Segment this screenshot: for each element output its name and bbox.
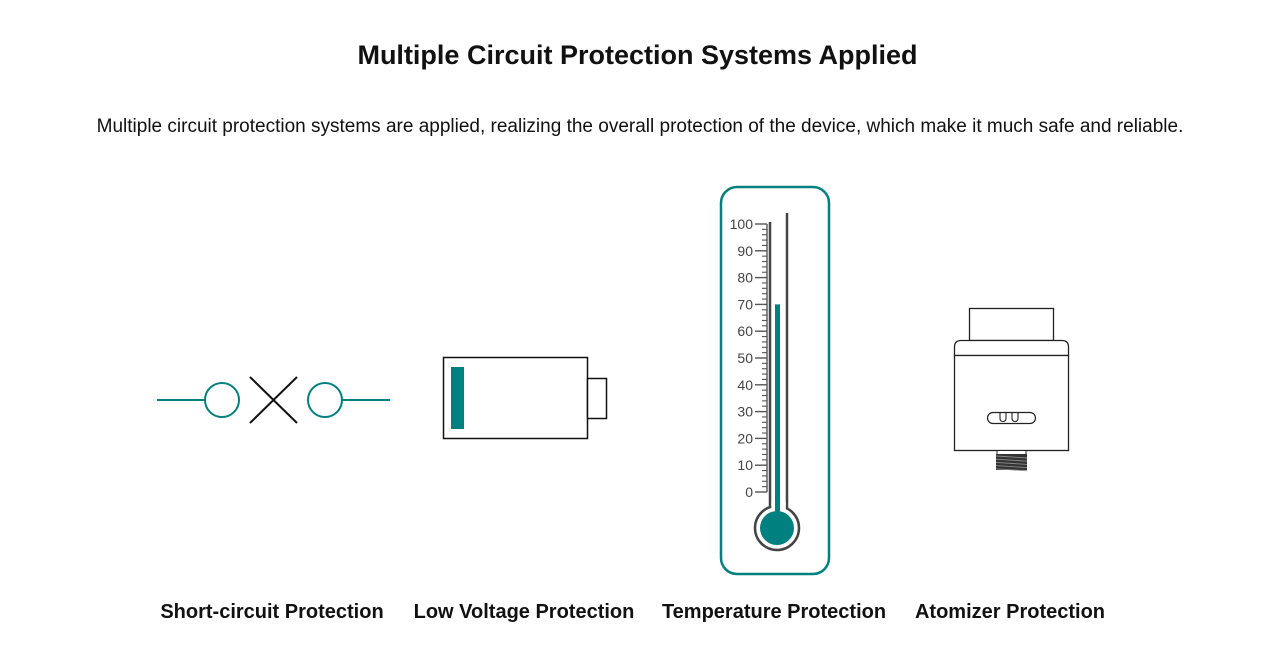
scale-tick-label: 60: [737, 323, 753, 339]
atomizer-threads: [995, 454, 1028, 472]
atomizer-body: [953, 354, 1070, 452]
scale-tick-label: 80: [737, 270, 753, 286]
thread-line: [995, 465, 1028, 469]
cross-line-b: [249, 376, 298, 424]
scale-tick-label: 90: [737, 243, 753, 259]
scale-tick-label: 30: [737, 404, 753, 420]
short-circuit-icon: [157, 376, 390, 424]
terminal-left: [204, 382, 240, 418]
label-atomizer-protection: Atomizer Protection: [914, 601, 1106, 623]
scale-tick-label: 40: [737, 377, 753, 393]
mercury-column: [775, 304, 780, 525]
atomizer-thread-base: [996, 450, 1027, 455]
thread-line: [995, 468, 1028, 472]
scale-tick-label: 50: [737, 350, 753, 366]
battery-body: [442, 356, 589, 440]
thread-line: [995, 458, 1028, 462]
page-title: Multiple Circuit Protection Systems Appl…: [357, 40, 918, 70]
low-battery-icon: [442, 356, 608, 440]
label-low-voltage-protection: Low Voltage Protection: [413, 601, 635, 623]
thread-line: [995, 461, 1028, 465]
battery-terminal: [586, 377, 608, 420]
scale-tick-label: 10: [737, 457, 753, 473]
atomizer-drip-tip: [968, 307, 1055, 342]
page-subtitle: Multiple circuit protection systems are …: [96, 116, 1184, 137]
thermometer-bulb: [760, 511, 794, 545]
scale-tick-label: 70: [737, 296, 753, 312]
battery-charge-level: [451, 367, 464, 429]
label-temperature-protection: Temperature Protection: [661, 601, 887, 623]
scale-tick-label: 100: [730, 216, 754, 232]
atomizer-icon: [953, 307, 1070, 472]
atomizer-top-cap: [953, 339, 1070, 357]
scale-tick-label: 0: [745, 484, 753, 500]
airflow-holes: [999, 413, 1019, 423]
scale-tick-label: 20: [737, 430, 753, 446]
label-short-circuit-protection: Short-circuit Protection: [160, 601, 384, 623]
thread-line: [995, 455, 1028, 459]
terminal-right: [307, 382, 343, 418]
